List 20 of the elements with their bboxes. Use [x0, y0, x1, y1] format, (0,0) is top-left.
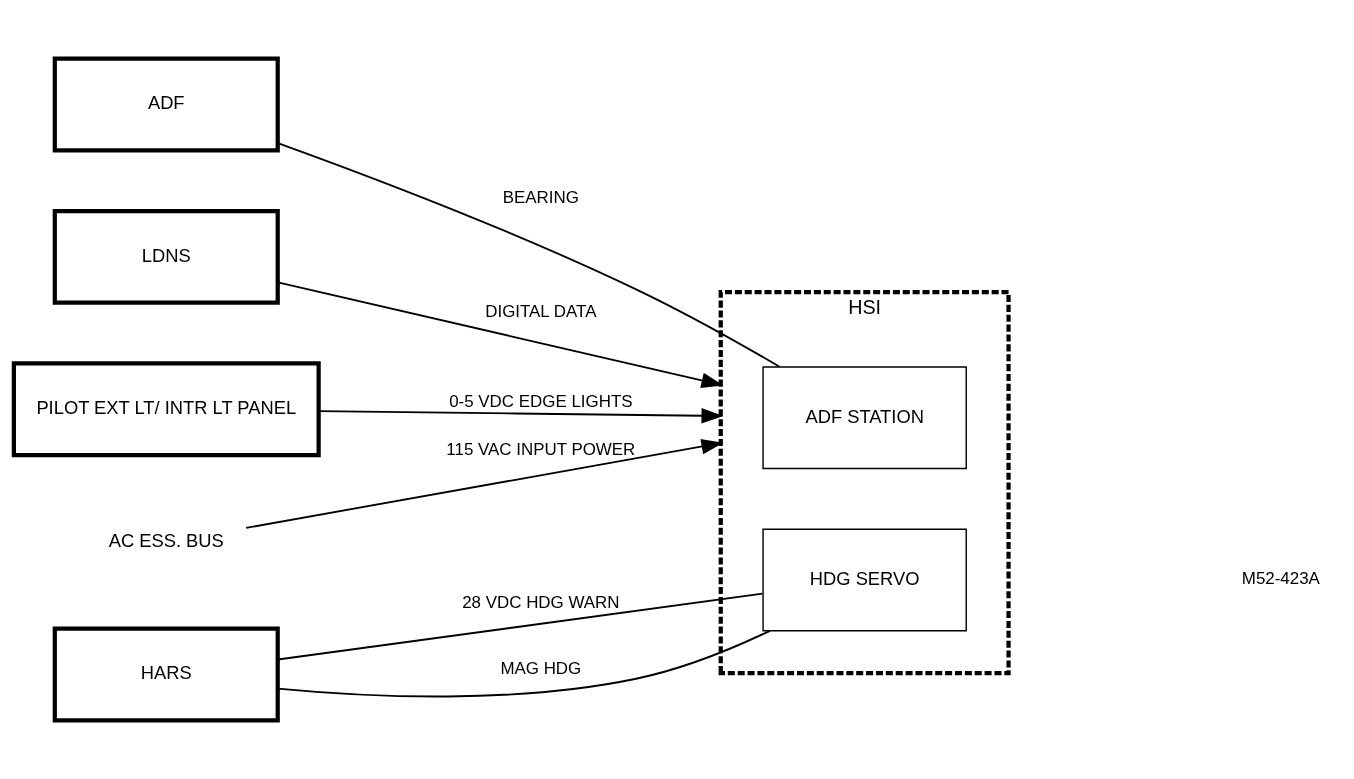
node-text: AC ESS. BUS	[108, 529, 224, 551]
label: M52-423A	[1241, 569, 1320, 589]
edge-label: BEARING	[502, 187, 579, 207]
node-box: LDNS	[52, 208, 280, 305]
arrow	[276, 281, 724, 388]
edge-label: 0-5 VDC EDGE LIGHTS	[449, 392, 633, 412]
edge-label: MAG HDG	[500, 658, 582, 678]
node-box: HARS	[52, 626, 280, 723]
arrow	[245, 438, 724, 529]
edge-label: 28 VDC HDG WARN	[462, 592, 620, 612]
edge-label: 115 VAC INPUT POWER	[446, 440, 636, 460]
edge-label: DIGITAL DATA	[485, 301, 597, 321]
connector	[276, 592, 764, 661]
node-box: HDG SERVO	[762, 528, 967, 632]
node-box: PILOT EXT LT/ INTR LT PANEL	[11, 361, 321, 458]
node-box: ADF STATION	[762, 366, 967, 470]
arrow	[318, 408, 724, 424]
node-box: ADF	[52, 56, 280, 153]
connector	[276, 629, 771, 698]
connector	[276, 142, 781, 368]
